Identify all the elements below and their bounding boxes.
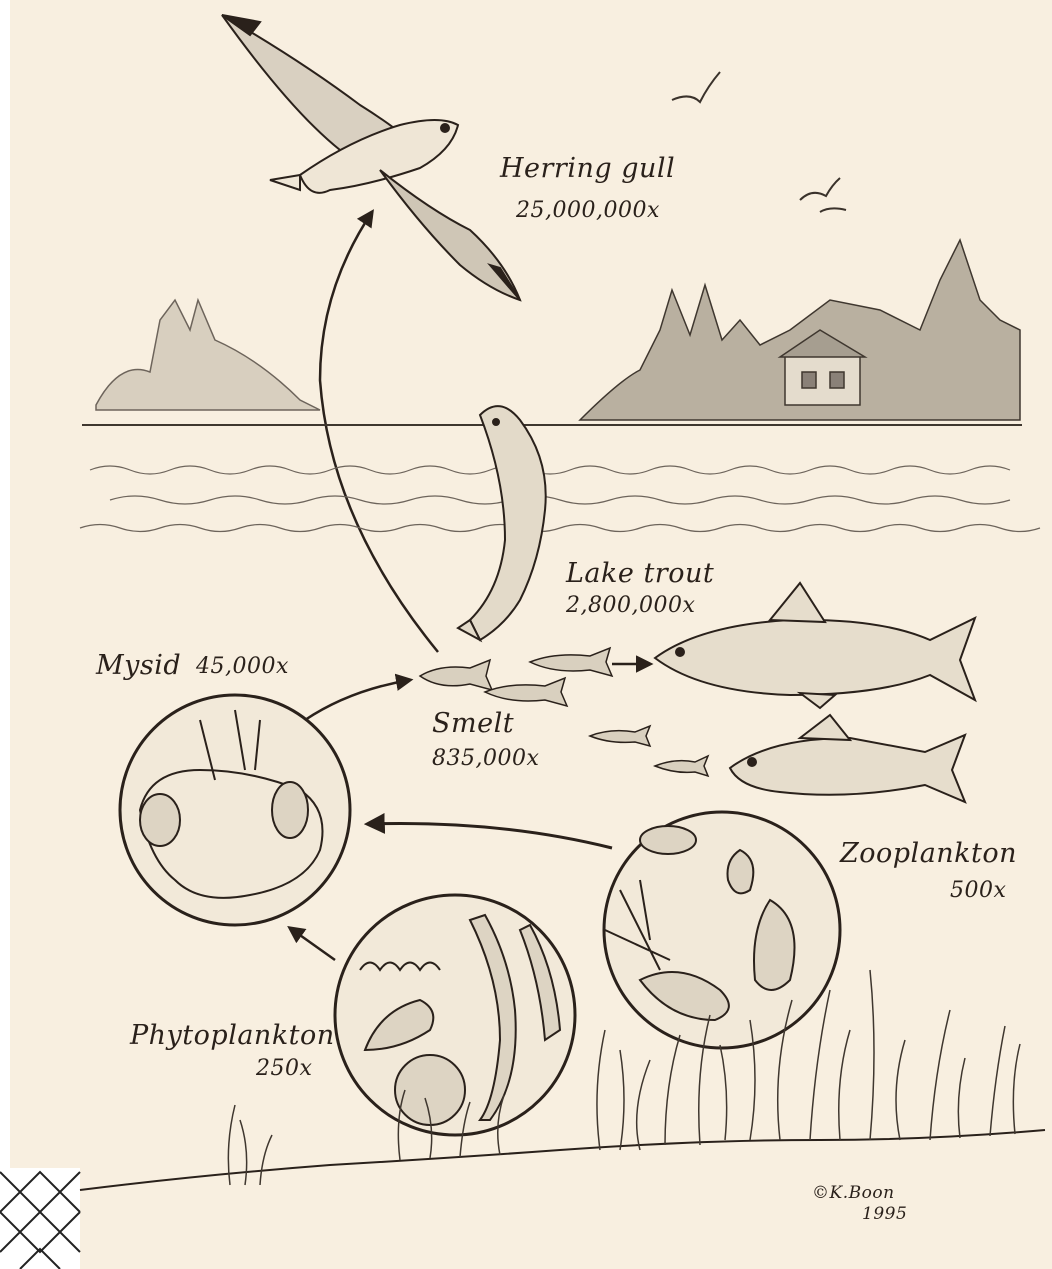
zooplankton-magnified-circle — [604, 812, 840, 1048]
phytoplankton-factor: 250x — [256, 1058, 312, 1080]
herring-gull-factor: 25,000,000x — [516, 200, 660, 222]
water-ripples-drawing — [80, 466, 1040, 532]
lake-trout-factor: 2,800,000x — [566, 595, 695, 617]
phytoplankton-name: Phytoplankton — [130, 1022, 335, 1049]
arrow-phytoplankton-to-mysid — [290, 928, 335, 960]
lake-trout-drawing — [655, 583, 975, 708]
page-edge — [0, 0, 10, 1269]
corner-logo-icon — [0, 1168, 80, 1269]
zooplankton-factor: 500x — [950, 880, 1006, 902]
artist-signature: ©K.Boon — [812, 1185, 895, 1202]
herring-gull-name: Herring gull — [500, 155, 675, 182]
second-fish-drawing — [730, 715, 965, 802]
arrow-mysid-to-smelt — [305, 680, 410, 720]
zooplankton-name: Zooplankton — [840, 840, 1017, 867]
forest-shoreline-drawing — [580, 240, 1020, 420]
phytoplankton-magnified-circle — [335, 895, 575, 1135]
arrow-zooplankton-to-mysid — [368, 824, 612, 849]
left-island-drawing — [96, 300, 320, 410]
herring-gull-drawing — [222, 15, 520, 300]
jumping-trout-drawing — [458, 406, 546, 640]
mysid-name: Mysid — [96, 652, 181, 679]
mysid-magnified-circle — [120, 695, 350, 925]
flying-bird-icon — [672, 72, 846, 212]
lake-trout-name: Lake trout — [566, 560, 714, 587]
smelt-name: Smelt — [432, 710, 514, 737]
arrow-smelt-to-gull — [320, 212, 438, 652]
signature-year: 1995 — [862, 1206, 907, 1223]
smelt-factor: 835,000x — [432, 748, 539, 770]
mysid-factor: 45,000x — [196, 656, 289, 678]
